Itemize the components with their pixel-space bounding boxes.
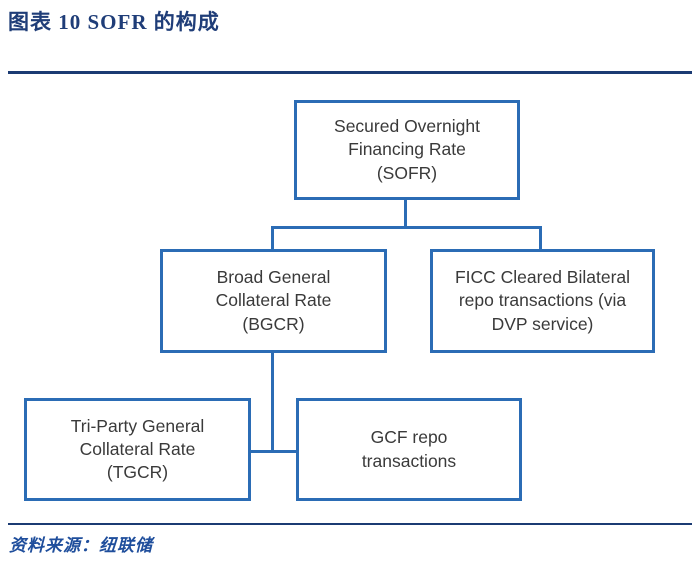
title-divider [8, 71, 692, 74]
sofr-composition-diagram: Secured Overnight Financing Rate (SOFR) … [0, 78, 700, 518]
node-box-ficc: FICC Cleared Bilateral repo transactions… [430, 249, 655, 353]
source-note: 资料来源：纽联储 [9, 536, 153, 555]
connector-bottom-bus [248, 450, 299, 453]
node-box-sofr: Secured Overnight Financing Rate (SOFR) [294, 100, 520, 200]
connector-ficc-drop [539, 226, 542, 251]
node-box-bgcr: Broad General Collateral Rate (BGCR) [160, 249, 387, 353]
source-divider [8, 523, 692, 525]
connector-top-bus [271, 226, 542, 229]
page-title: 图表 10 SOFR 的构成 [8, 10, 220, 34]
node-box-tgcr: Tri-Party General Collateral Rate (TGCR) [24, 398, 251, 501]
connector-sofr-stem [404, 198, 407, 228]
node-box-gcf: GCF repo transactions [296, 398, 522, 501]
connector-bgcr-drop [271, 226, 274, 251]
connector-bgcr-stem [271, 351, 274, 453]
